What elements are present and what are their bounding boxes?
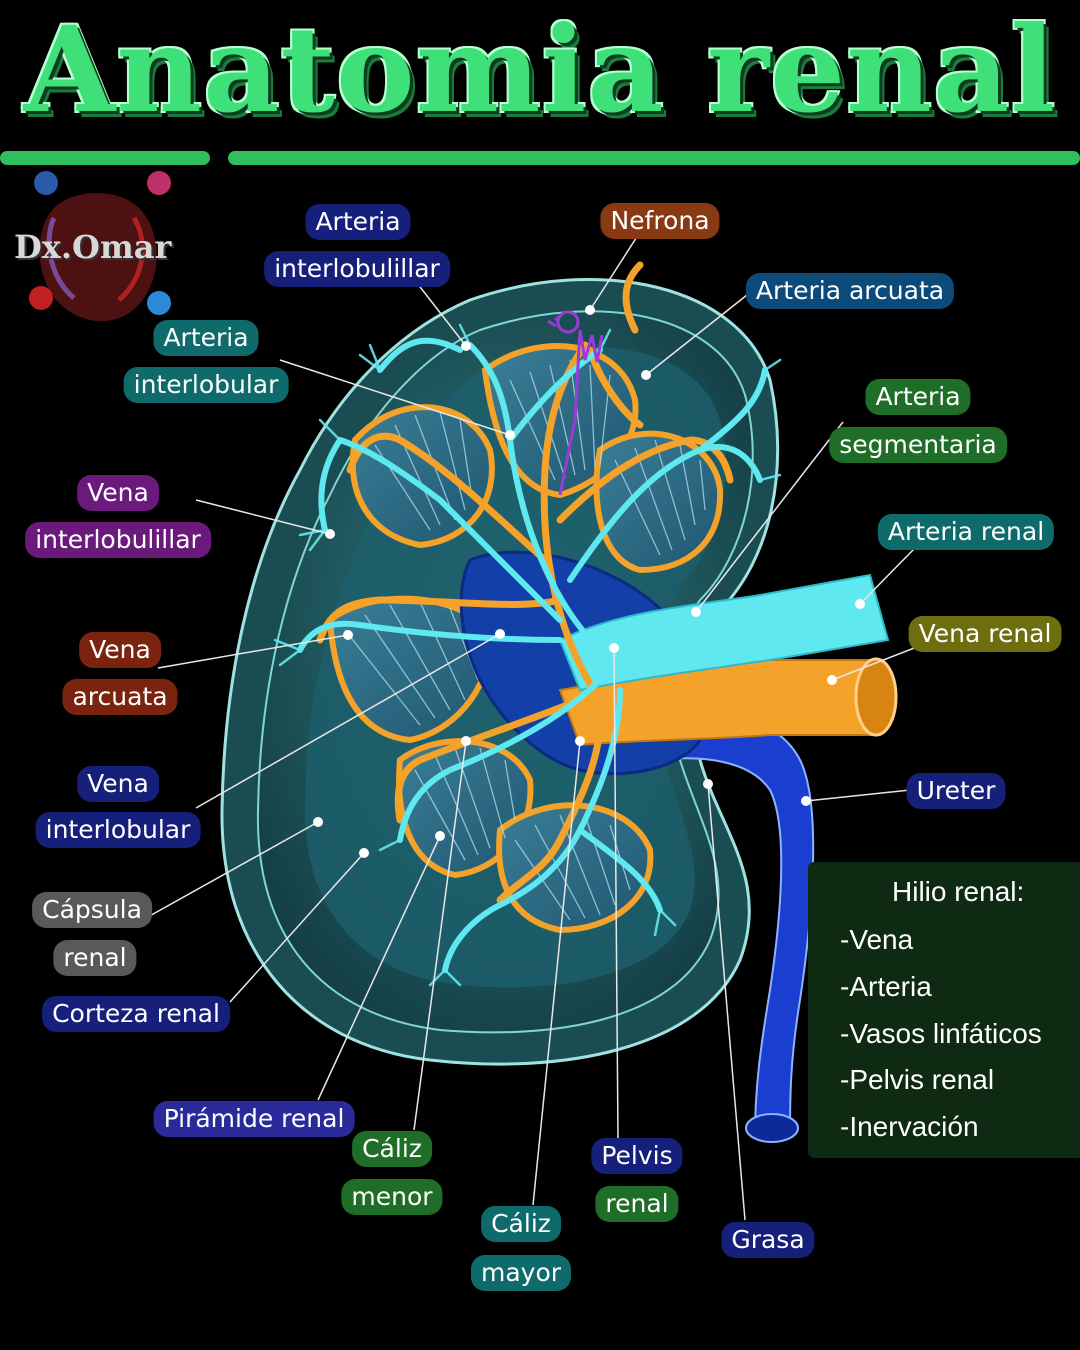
label-arteria-interlobulillar-2: interlobulillar (264, 251, 450, 287)
hilio-item: -Pelvis renal (840, 1064, 995, 1095)
label-vena-interlobulillar-1: Vena (77, 475, 159, 511)
vein-branches (316, 261, 734, 904)
instagram-icon (147, 171, 171, 195)
facebook-icon (34, 171, 58, 195)
label-nefrona: Nefrona (600, 203, 720, 239)
label-arteria-renal: Arteria renal (877, 514, 1055, 550)
youtube-icon (29, 286, 53, 310)
hilio-title: Hilio renal: (892, 876, 1025, 907)
brand-logo-text: Dx.Omar (14, 228, 172, 266)
title-underline-left (0, 151, 210, 165)
renal-vein-end (854, 657, 898, 737)
twitter-icon (147, 291, 171, 315)
label-arteria-segmentaria-2: segmentaria (829, 427, 1007, 463)
hilio-item: -Inervación (840, 1111, 979, 1142)
label-ureter: Ureter (906, 773, 1006, 809)
label-caliz-mayor-2: mayor (470, 1255, 572, 1291)
label-arteria-interlobular-2: interlobular (123, 367, 289, 403)
page-title: Anatomia renal (23, 0, 1057, 139)
label-vena-renal: Vena renal (908, 616, 1062, 652)
label-piramide-renal: Pirámide renal (153, 1101, 355, 1137)
label-caliz-mayor-1: Cáliz (481, 1206, 561, 1242)
nephron (547, 310, 604, 496)
hilio-renal-box: Hilio renal: -Vena -Arteria -Vasos linfá… (808, 862, 1080, 1158)
leader-dots (313, 305, 865, 858)
leader-lines (145, 231, 923, 1221)
title-underline-right (228, 151, 1080, 165)
brand-logo (29, 171, 171, 322)
label-corteza-renal: Corteza renal (42, 996, 230, 1032)
hilio-item: -Vasos linfáticos (840, 1018, 1042, 1049)
renal-pyramids (326, 343, 724, 934)
label-arteria-arcuata: Arteria arcuata (745, 273, 955, 309)
label-caliz-menor-2: menor (341, 1179, 443, 1215)
label-vena-arcuata-1: Vena (79, 632, 161, 668)
label-capsula-renal-2: renal (53, 940, 137, 976)
label-vena-interlobulillar-2: interlobulillar (25, 522, 211, 558)
label-vena-arcuata-2: arcuata (62, 679, 178, 715)
label-vena-interlobular-2: interlobular (35, 812, 201, 848)
ureter-end (745, 1113, 799, 1143)
label-caliz-menor-1: Cáliz (352, 1131, 432, 1167)
hilio-item: -Vena (840, 924, 914, 955)
label-vena-interlobular-1: Vena (77, 766, 159, 802)
hilio-item: -Arteria (840, 971, 932, 1002)
label-arteria-segmentaria-1: Arteria (865, 379, 971, 415)
artery-branches (297, 337, 768, 973)
label-arteria-interlobular-1: Arteria (153, 320, 259, 356)
label-pelvis-renal-1: Pelvis (591, 1138, 683, 1174)
capillary-twigs (273, 323, 782, 987)
label-capsula-renal-1: Cápsula (32, 892, 152, 928)
label-pelvis-renal-2: renal (595, 1186, 679, 1222)
label-grasa: Grasa (721, 1222, 815, 1258)
renal-artery (558, 573, 890, 692)
label-arteria-interlobulillar-1: Arteria (305, 204, 411, 240)
